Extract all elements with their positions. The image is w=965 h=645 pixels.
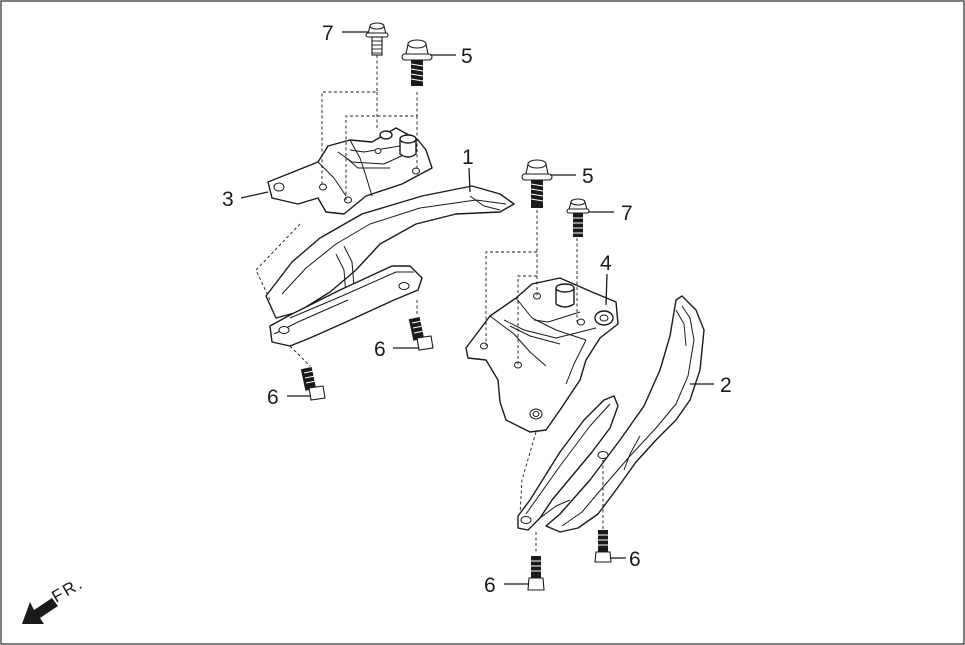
- right-bolt-6b: [527, 556, 545, 591]
- right-bolt-5: [521, 159, 553, 208]
- callout-7-right: 7: [621, 202, 633, 225]
- callout-3: 3: [222, 188, 234, 211]
- callout-1: 1: [462, 146, 474, 169]
- left-bolt-5: [401, 39, 433, 86]
- right-grab-handle: [517, 295, 705, 533]
- front-arrow-icon: [22, 598, 58, 624]
- callout-4: 4: [600, 252, 612, 275]
- left-bolt-6b: [300, 366, 326, 401]
- callout-leaders: [240, 31, 714, 585]
- callout-6-left-lower: 6: [267, 386, 279, 409]
- right-assembly-lines: [485, 210, 604, 552]
- left-grab-handle: [265, 185, 515, 347]
- callout-6-left-upper: 6: [374, 338, 386, 361]
- callout-5-right: 5: [582, 165, 594, 188]
- front-direction-label: FR.: [49, 573, 87, 606]
- left-bolt-7: [365, 22, 389, 56]
- callout-6-right-upper: 6: [629, 548, 641, 571]
- callout-7-left: 7: [322, 22, 334, 45]
- callout-2: 2: [720, 374, 732, 397]
- left-bolt-6a: [408, 316, 434, 351]
- right-bolt-7: [566, 198, 590, 237]
- right-bracket-plate: [465, 277, 619, 433]
- callout-5-left: 5: [461, 45, 473, 68]
- right-bolt-6a: [594, 530, 612, 563]
- left-bracket-plate: [267, 127, 433, 215]
- left-assembly-lines: [255, 55, 418, 367]
- callout-6-right-lower: 6: [484, 574, 496, 597]
